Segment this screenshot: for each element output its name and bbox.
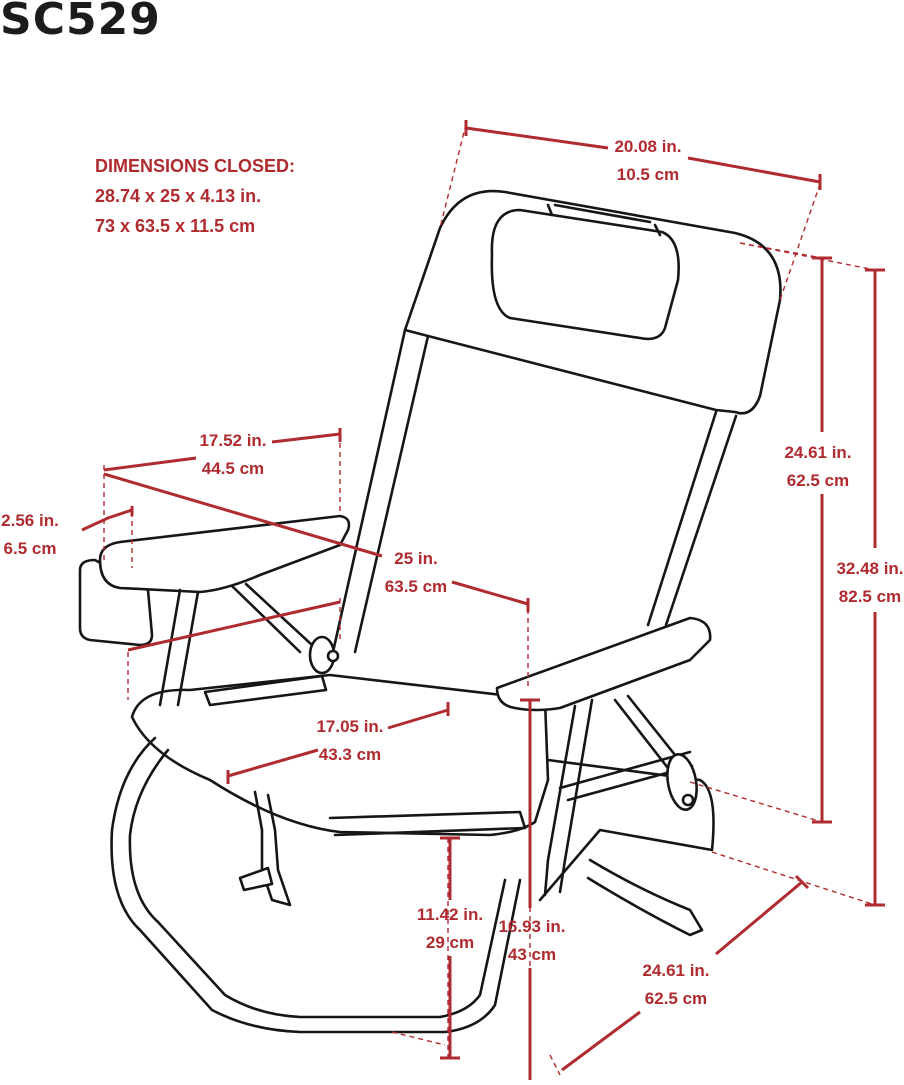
right-arm-post bbox=[543, 698, 594, 897]
headrest-pillow bbox=[490, 208, 680, 341]
seat-height-in: 11.42 in. bbox=[417, 905, 483, 924]
dim-armrest-line bbox=[103, 432, 341, 472]
seat-tube bbox=[203, 674, 328, 707]
dim-seat-width-line bbox=[127, 600, 341, 652]
dim-diagonal-line bbox=[103, 472, 529, 606]
dimension-labels: DIMENSIONS CLOSED: 28.74 x 25 x 4.13 in.… bbox=[1, 137, 903, 1008]
seat-frame bbox=[130, 673, 550, 837]
left-arm-post bbox=[158, 588, 200, 707]
dim-top-width-line bbox=[465, 126, 821, 184]
cooler-bag bbox=[78, 558, 154, 647]
strap bbox=[586, 858, 704, 937]
dimension-lines bbox=[81, 120, 885, 1080]
diagonal-depth-cm: 63.5 cm bbox=[385, 577, 447, 596]
closed-metric: 73 x 63.5 x 11.5 cm bbox=[95, 216, 255, 236]
right-hinge bbox=[666, 753, 698, 811]
arm-height-cm: 43 cm bbox=[508, 945, 556, 964]
armrest-length-cm: 44.5 cm bbox=[202, 459, 264, 478]
top-width-cm: 10.5 cm bbox=[617, 165, 679, 184]
front-leg-frame bbox=[110, 736, 522, 1034]
back-height-cm: 62.5 cm bbox=[787, 471, 849, 490]
cooler-width-in: 2.56 in. bbox=[1, 511, 59, 530]
arm-height-in: 16.93 in. bbox=[498, 917, 565, 936]
strap-buckle bbox=[253, 790, 292, 907]
base-depth-cm: 62.5 cm bbox=[645, 989, 707, 1008]
back-frame-left bbox=[331, 328, 430, 654]
rear-base-frame bbox=[538, 758, 715, 902]
seat-width-cm: 43.3 cm bbox=[319, 745, 381, 764]
front-leg-inner bbox=[128, 748, 507, 1019]
headrest-strap bbox=[546, 203, 662, 237]
seat-front-bar bbox=[328, 810, 527, 837]
seat-width-in: 17.05 in. bbox=[316, 717, 383, 736]
armrest-length-in: 17.52 in. bbox=[199, 431, 266, 450]
left-armrest bbox=[98, 514, 351, 594]
dim-base-depth-line bbox=[561, 880, 803, 1072]
product-code-title: SC529 bbox=[0, 0, 161, 45]
total-height-in: 32.48 in. bbox=[836, 559, 903, 578]
cooler-width-cm: 6.5 cm bbox=[4, 539, 57, 558]
seat-height-cm: 29 cm bbox=[426, 933, 474, 952]
diagonal-depth-in: 25 in. bbox=[394, 549, 437, 568]
total-height-cm: 82.5 cm bbox=[839, 587, 901, 606]
extension-lines bbox=[103, 123, 876, 1076]
top-width-in: 20.08 in. bbox=[614, 137, 681, 156]
right-armrest bbox=[495, 616, 712, 712]
dim-cooler-line bbox=[81, 508, 133, 532]
back-frame-right bbox=[646, 410, 738, 627]
back-height-in: 24.61 in. bbox=[784, 443, 851, 462]
base-depth-in: 24.61 in. bbox=[642, 961, 709, 980]
closed-imperial: 28.74 x 25 x 4.13 in. bbox=[95, 186, 261, 206]
closed-heading: DIMENSIONS CLOSED: bbox=[95, 156, 295, 176]
chair-illustration bbox=[78, 189, 782, 1034]
